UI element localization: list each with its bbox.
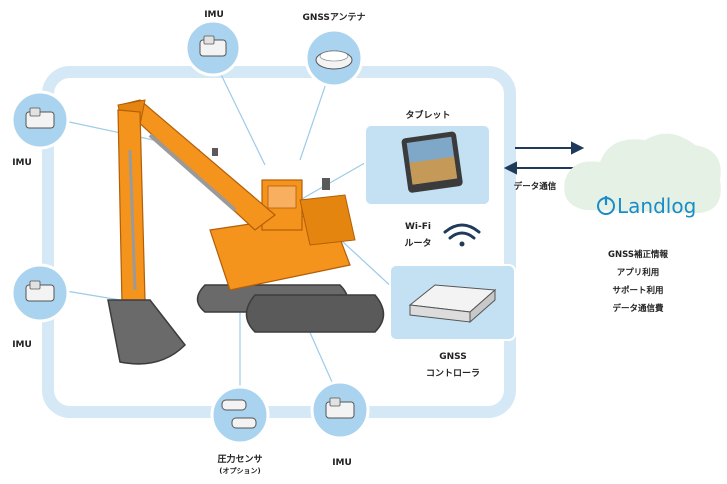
- gnss-controller-label-line1: GNSS: [439, 352, 467, 362]
- pressure-sensor-option-label: (オプション): [219, 467, 261, 475]
- gnss-antenna-label: GNSSアンテナ: [302, 13, 366, 23]
- excavator-bucket: [107, 299, 186, 365]
- imu-left-bottom-node: [10, 263, 70, 323]
- wifi-router-label-line1: Wi-Fi: [405, 222, 431, 232]
- imu-bottom-right-label: IMU: [332, 458, 352, 468]
- gnss-antenna-node: [304, 28, 364, 88]
- imu-left-top-node: [10, 90, 70, 150]
- gnss-controller-label-line2: コントローラ: [425, 369, 480, 379]
- data-comm-arrows: [503, 141, 585, 175]
- landlog-logo-text: Landlog: [617, 194, 697, 218]
- data-comm-label: データ通信: [513, 182, 557, 192]
- excavator-boom: [118, 99, 276, 231]
- service-item: GNSS補正情報: [608, 250, 668, 260]
- imu-left-top-label: IMU: [12, 158, 32, 168]
- pressure-sensor-node: [210, 385, 270, 445]
- wifi-icon: [443, 223, 481, 247]
- excavator-illustration: [107, 99, 385, 365]
- wifi-router-label-line2: ルータ: [404, 239, 432, 249]
- imu-top-label: IMU: [204, 10, 224, 20]
- service-item: アプリ利用: [616, 268, 660, 278]
- service-item: サポート利用: [612, 286, 664, 296]
- tablet-label: タブレット: [405, 111, 451, 121]
- service-list: GNSS補正情報 アプリ利用 サポート利用 データ通信費: [596, 246, 680, 318]
- pressure-sensor-label: 圧力センサ: [217, 455, 263, 465]
- landlog-cloud: [564, 133, 721, 215]
- excavator-track-front: [245, 294, 385, 333]
- imu-top-node: [184, 19, 242, 77]
- imu-left-bottom-label: IMU: [12, 340, 32, 350]
- tablet-box: [364, 124, 491, 206]
- gnss-controller-box: [389, 264, 516, 341]
- imu-bottom-right-node: [310, 380, 370, 440]
- service-item: データ通信費: [612, 304, 664, 314]
- system-frame: [42, 66, 516, 418]
